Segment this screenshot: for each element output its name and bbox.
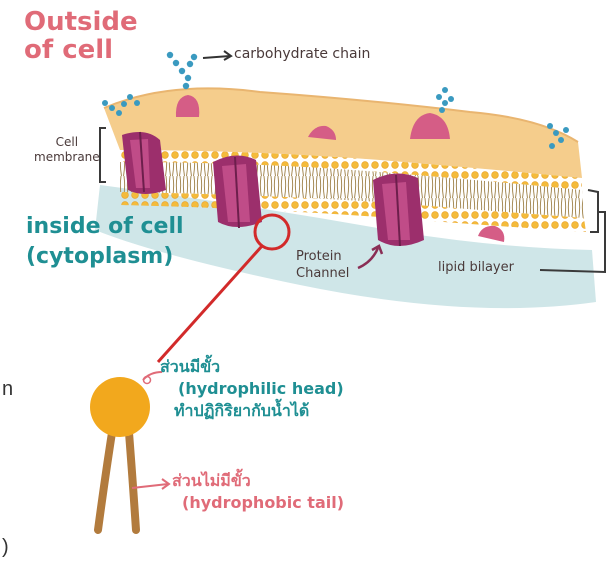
polar-english-text: (hydrophilic head) [160,378,344,400]
protein-channel-icon [373,173,424,246]
outside-of-cell-label: Outside of cell [24,8,138,64]
protein-channel-icon [213,155,262,228]
inside-of-cell-label: inside of cell (cytoplasm) [26,212,184,272]
cropped-edge-text-2: ) [2,536,9,559]
phospholipid-icon [90,377,150,530]
outside-line-1: Outside [24,8,138,36]
carbohydrate-chain-icon [167,52,197,89]
cell-membrane-line-1: Cell [34,135,100,150]
carbohydrate-chain-label: carbohydrate chain [234,46,370,62]
carbohydrate-arrow [203,56,230,58]
protein-channel-icon [122,132,166,194]
cell-membrane-line-2: membrane [34,150,100,165]
inside-line-2: (cytoplasm) [26,242,184,272]
cropped-edge-text-1: n [2,378,13,401]
polar-note-text: ทำปฏิกิริยากับน้ำได้ [160,400,344,422]
inside-line-1: inside of cell [26,212,184,242]
hydrophobic-tail-label: ส่วนไม่มีขั้ว (hydrophobic tail) [172,470,344,514]
polar-thai-text: ส่วนมีขั้ว [160,356,344,378]
nonpolar-english-text: (hydrophobic tail) [172,492,344,514]
outside-line-2: of cell [24,36,138,64]
nonpolar-thai-text: ส่วนไม่มีขั้ว [172,470,344,492]
lipid-bilayer-label: lipid bilayer [438,260,514,275]
hydrophilic-head-label: ส่วนมีขั้ว (hydrophilic head) ทำปฏิกิริย… [160,356,344,422]
cell-membrane-label: Cell membrane [34,135,100,165]
glycoprotein [478,226,504,242]
cell-membrane-bracket [100,128,106,182]
protein-line-1: Protein [296,248,349,265]
protein-channel-label: Protein Channel [296,248,349,282]
protein-line-2: Channel [296,265,349,282]
